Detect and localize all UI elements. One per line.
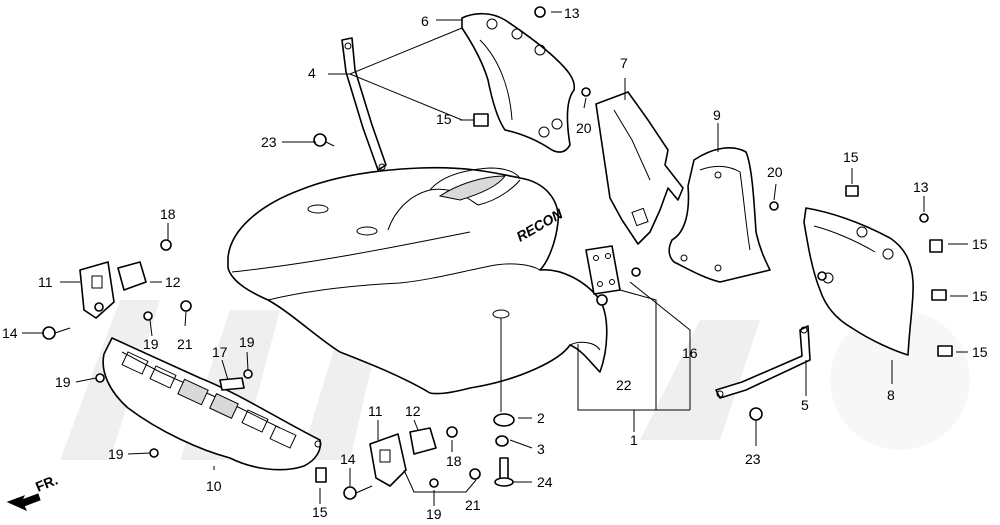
leader-lines bbox=[22, 11, 968, 506]
callout-23b: 23 bbox=[745, 451, 761, 467]
callout-20a: 20 bbox=[576, 120, 592, 136]
callout-15a: 15 bbox=[436, 111, 452, 127]
callout-19c: 19 bbox=[55, 374, 71, 390]
callout-15c: 15 bbox=[972, 236, 988, 252]
callout-21b: 21 bbox=[465, 497, 481, 513]
callout-6: 6 bbox=[421, 13, 429, 29]
callout-19a: 19 bbox=[143, 336, 159, 352]
callout-13b: 13 bbox=[913, 179, 929, 195]
callout-15b: 15 bbox=[843, 149, 859, 165]
callout-19e: 19 bbox=[426, 506, 442, 522]
callout-1: 1 bbox=[630, 432, 638, 448]
callout-9: 9 bbox=[713, 107, 721, 123]
arrow-icon bbox=[6, 493, 41, 512]
callout-22: 22 bbox=[616, 377, 632, 393]
part-22-plate bbox=[585, 245, 621, 306]
front-fender: RECON bbox=[227, 166, 608, 395]
callout-8: 8 bbox=[887, 387, 895, 403]
fr-label: FR. bbox=[33, 471, 60, 494]
part-6-panel bbox=[461, 12, 576, 153]
callout-15f: 15 bbox=[312, 504, 328, 520]
callout-12a: 12 bbox=[165, 274, 181, 290]
callout-23a: 23 bbox=[261, 134, 277, 150]
callout-15d: 15 bbox=[972, 288, 988, 304]
callout-10: 10 bbox=[206, 478, 222, 494]
callout-14b: 14 bbox=[340, 451, 356, 467]
callout-14a: 14 bbox=[2, 325, 18, 341]
part-10-grille bbox=[102, 337, 322, 471]
part-9-cover bbox=[668, 147, 771, 283]
front-direction-arrow: FR. bbox=[6, 471, 60, 512]
part-8-panel bbox=[803, 207, 914, 356]
callout-20b: 20 bbox=[767, 164, 783, 180]
callout-7: 7 bbox=[620, 55, 628, 71]
callout-17: 17 bbox=[212, 344, 228, 360]
part-5-stay bbox=[715, 325, 811, 399]
callout-15e: 15 bbox=[972, 344, 988, 360]
callout-16: 16 bbox=[682, 345, 698, 361]
part-4-stay bbox=[341, 37, 387, 171]
callout-24: 24 bbox=[537, 474, 553, 490]
part-11-12-lower bbox=[369, 427, 437, 487]
callout-21a: 21 bbox=[177, 336, 193, 352]
callout-19d: 19 bbox=[108, 446, 124, 462]
callout-12b: 12 bbox=[405, 403, 421, 419]
callout-5: 5 bbox=[801, 397, 809, 413]
callout-11a: 11 bbox=[38, 274, 53, 290]
callout-labels: 1 2 3 4 5 6 7 8 9 10 11 11 12 12 13 13 1… bbox=[2, 5, 988, 522]
callout-3: 3 bbox=[537, 441, 545, 457]
callout-4: 4 bbox=[308, 65, 316, 81]
callout-19b: 19 bbox=[239, 334, 255, 350]
part-7-bracket bbox=[595, 91, 684, 245]
callout-18a: 18 bbox=[160, 206, 176, 222]
callout-18b: 18 bbox=[446, 453, 462, 469]
callout-2: 2 bbox=[537, 410, 545, 426]
callout-13a: 13 bbox=[564, 5, 580, 21]
part-11-12-left bbox=[79, 261, 147, 319]
callout-11b: 11 bbox=[368, 403, 383, 419]
